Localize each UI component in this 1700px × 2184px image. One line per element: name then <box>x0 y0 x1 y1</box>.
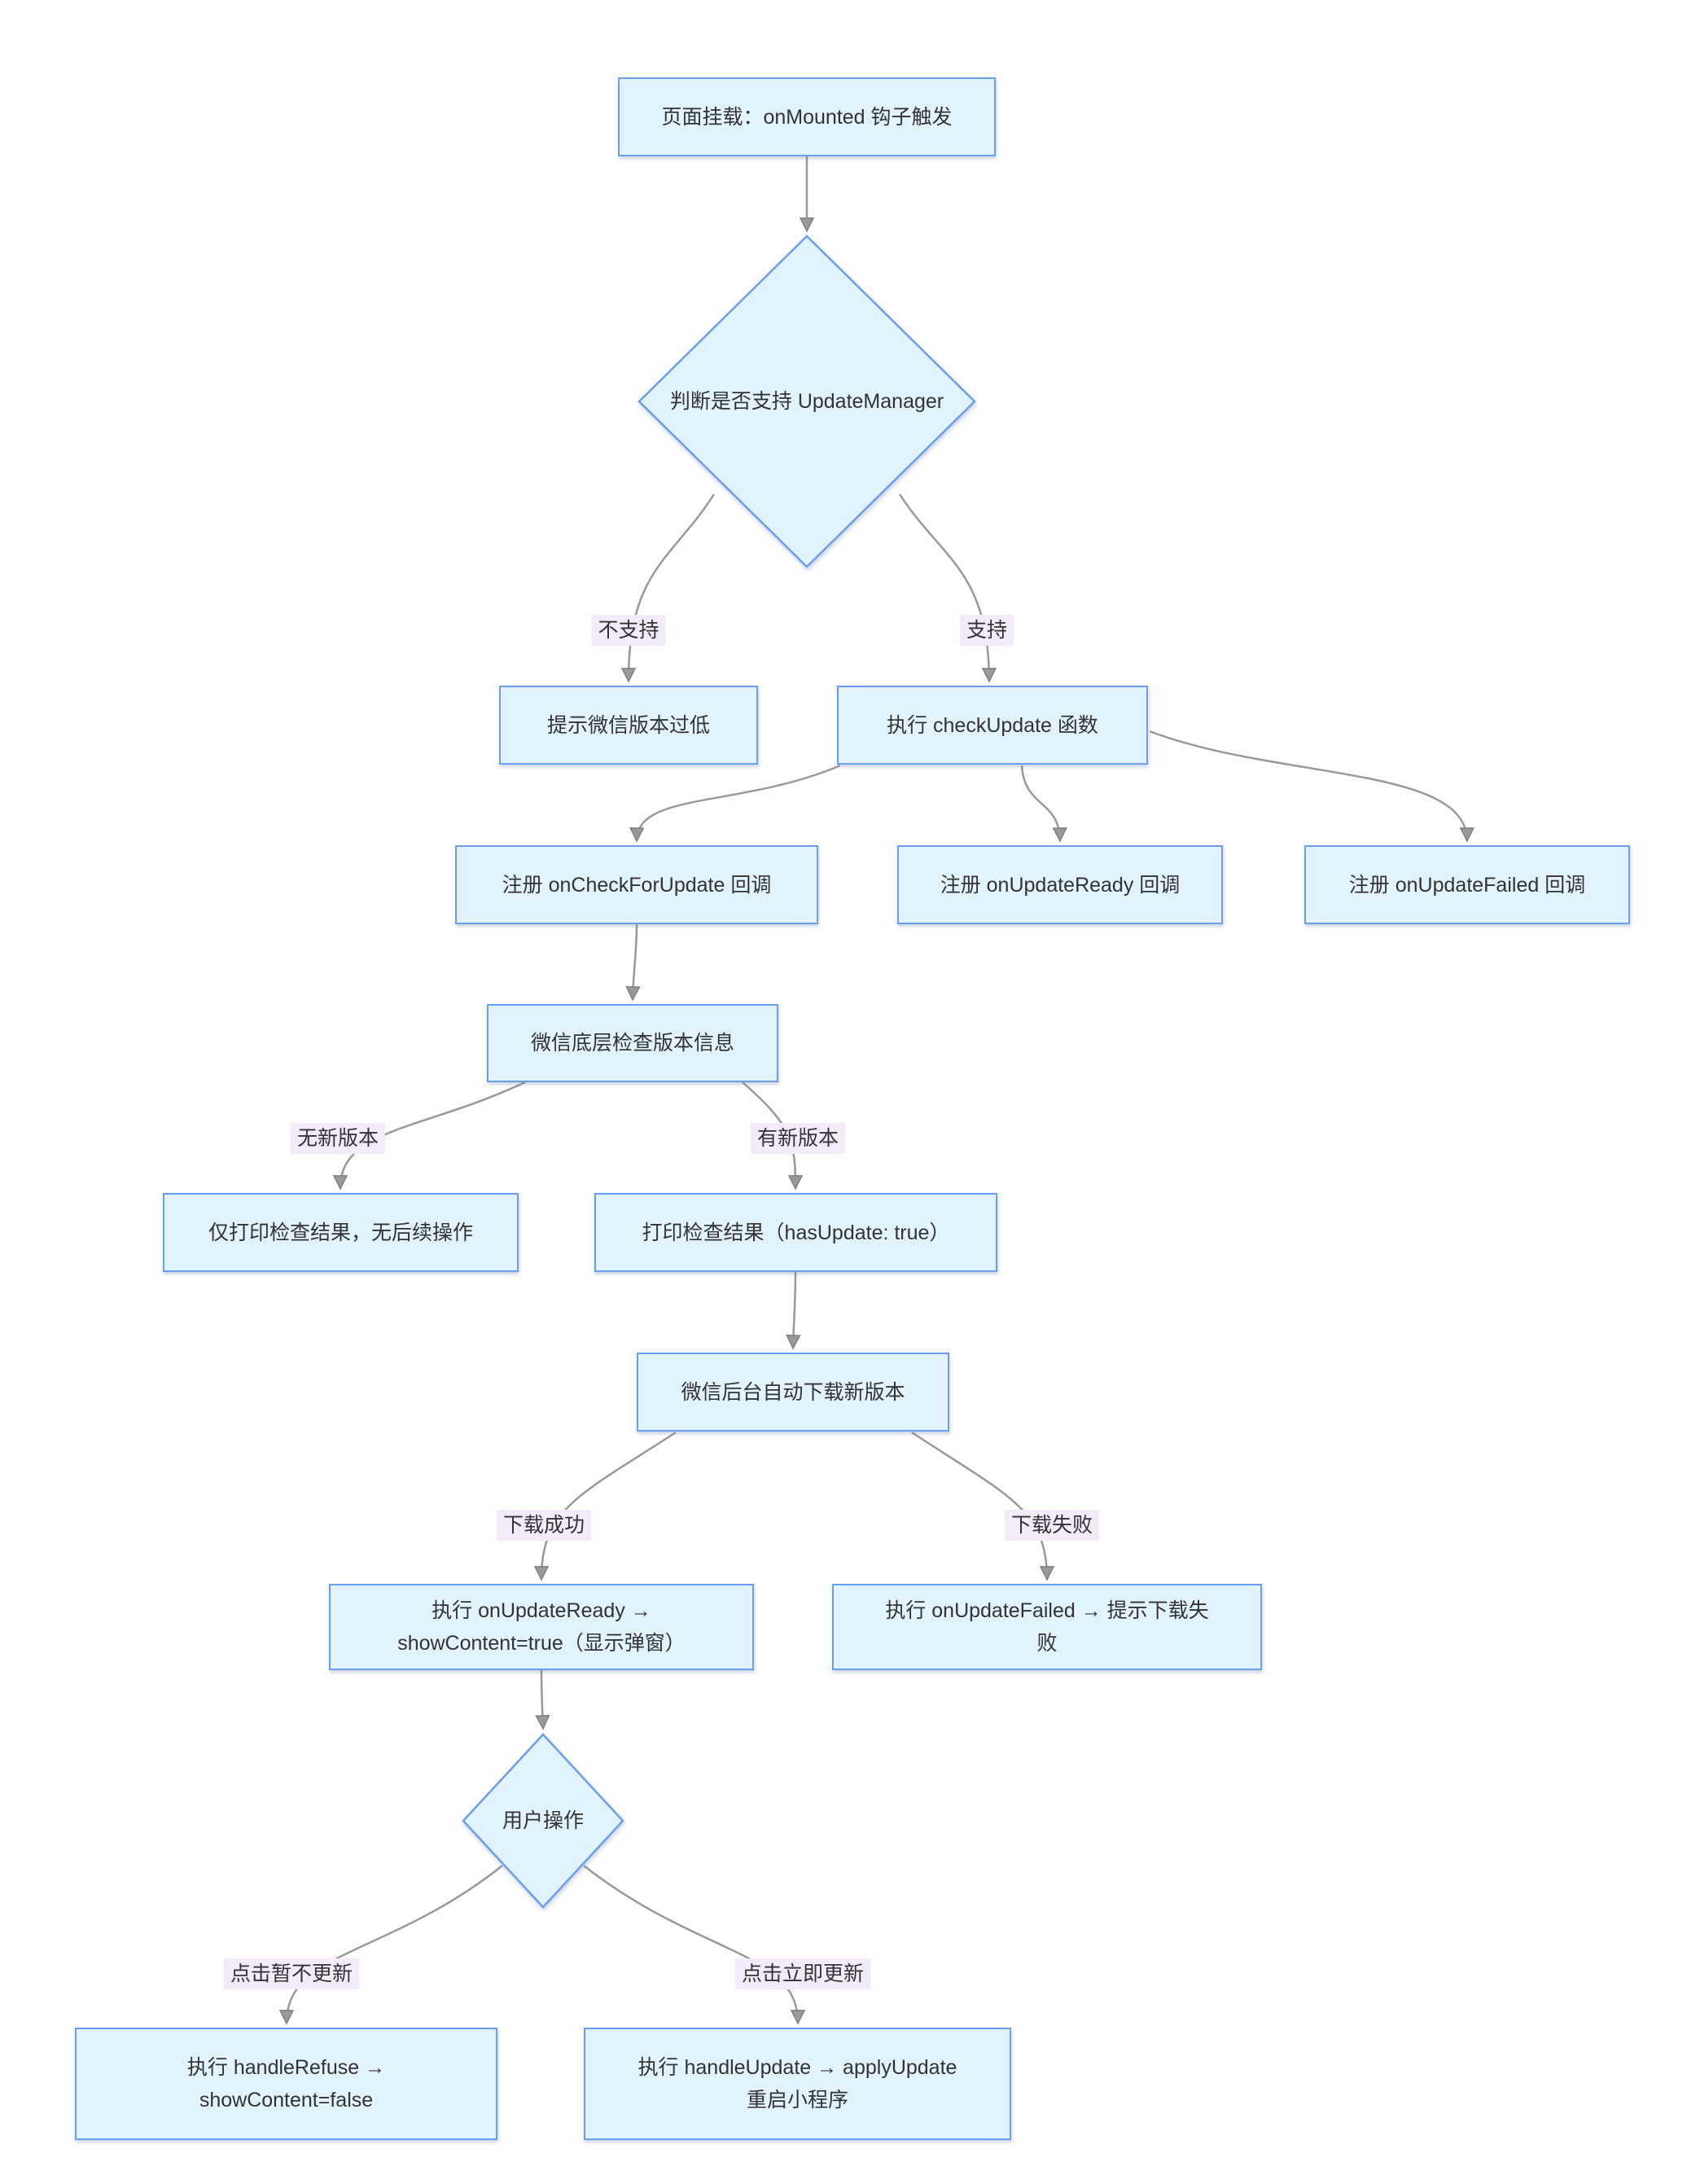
node-low-version-label: 提示微信版本过低 <box>546 713 710 737</box>
node-check-update: 执行 checkUpdate 函数 <box>837 686 1148 765</box>
node-refuse: 执行 handleRefuse → showContent=false <box>75 2028 497 2140</box>
edge-label-no-new-version: 无新版本 <box>290 1123 386 1154</box>
node-refuse-label: 执行 handleRefuse → showContent=false <box>186 2056 386 2112</box>
node-check-update-label: 执行 checkUpdate 函数 <box>887 713 1098 737</box>
edge-readyshow-to-useraction <box>541 1669 543 1728</box>
node-wx-check-label: 微信底层检查版本信息 <box>530 1032 734 1055</box>
edge-autodownload-to-readyshow <box>541 1431 677 1579</box>
diamond-shape <box>462 1733 624 1909</box>
node-low-version: 提示微信版本过低 <box>499 686 758 765</box>
edge-useraction-to-apply <box>583 1865 798 2023</box>
edge-label-download-success: 下载成功 <box>496 1510 592 1541</box>
edge-label-click-update: 点击立即更新 <box>734 1958 871 1989</box>
edge-checkupdate-to-regonfailed <box>1149 730 1467 840</box>
node-reg-oncheck-label: 注册 onCheckForUpdate 回调 <box>502 873 772 897</box>
node-ready-show-label: 执行 onUpdateReady → showContent=true（显示弹窗… <box>397 1599 686 1655</box>
node-has-update-label: 打印检查结果（hasUpdate: true） <box>642 1221 950 1244</box>
edge-wxcheck-to-noupdate <box>340 1081 526 1188</box>
edge-hasupdate-to-autodownload <box>793 1271 795 1348</box>
edge-checkupdate-to-regonready <box>1020 765 1060 840</box>
edge-label-supported: 支持 <box>959 615 1014 646</box>
node-no-update-label: 仅打印检查结果，无后续操作 <box>208 1221 473 1244</box>
node-reg-onready-label: 注册 onUpdateReady 回调 <box>940 873 1181 897</box>
node-apply-label: 执行 handleUpdate → applyUpdate 重启小程序 <box>638 2056 957 2112</box>
node-reg-oncheck: 注册 onCheckForUpdate 回调 <box>455 845 818 924</box>
node-reg-onfailed: 注册 onUpdateFailed 回调 <box>1304 845 1630 924</box>
node-reg-onready: 注册 onUpdateReady 回调 <box>897 845 1223 924</box>
node-mount-label: 页面挂载：onMounted 钩子触发 <box>661 105 953 129</box>
edge-label-download-fail: 下载失败 <box>1004 1510 1100 1541</box>
edge-label-not-supported: 不支持 <box>591 615 666 646</box>
node-has-update: 打印检查结果（hasUpdate: true） <box>594 1193 997 1272</box>
edge-label-has-new-version: 有新版本 <box>750 1123 846 1154</box>
node-reg-onfailed-label: 注册 onUpdateFailed 回调 <box>1348 873 1586 897</box>
node-apply: 执行 handleUpdate → applyUpdate 重启小程序 <box>584 2028 1011 2140</box>
node-user-action: 用户操作 <box>462 1733 624 1909</box>
edge-regoncheck-to-wxcheck <box>633 923 637 999</box>
edge-checkupdate-to-regoncheck <box>637 764 841 840</box>
edge-autodownload-to-failedtip <box>911 1431 1047 1579</box>
node-support-check-label: 判断是否支持 UpdateManager <box>669 390 944 413</box>
node-auto-download-label: 微信后台自动下载新版本 <box>681 1380 905 1404</box>
edge-useraction-to-refuse <box>287 1865 503 2023</box>
node-no-update: 仅打印检查结果，无后续操作 <box>163 1193 519 1272</box>
node-ready-show: 执行 onUpdateReady → showContent=true（显示弹窗… <box>329 1584 754 1670</box>
node-wx-check: 微信底层检查版本信息 <box>487 1004 778 1082</box>
edge-label-click-refuse: 点击暂不更新 <box>223 1958 360 1989</box>
node-support-check: 判断是否支持 UpdateManager <box>638 235 976 568</box>
node-failed-tip-label: 执行 onUpdateFailed → 提示下载失 败 <box>885 1599 1209 1655</box>
node-failed-tip: 执行 onUpdateFailed → 提示下载失 败 <box>832 1584 1262 1670</box>
node-auto-download: 微信后台自动下载新版本 <box>637 1353 949 1432</box>
node-user-action-label: 用户操作 <box>502 1809 584 1832</box>
node-mount: 页面挂载：onMounted 钩子触发 <box>618 77 996 156</box>
diamond-shape <box>638 235 976 568</box>
